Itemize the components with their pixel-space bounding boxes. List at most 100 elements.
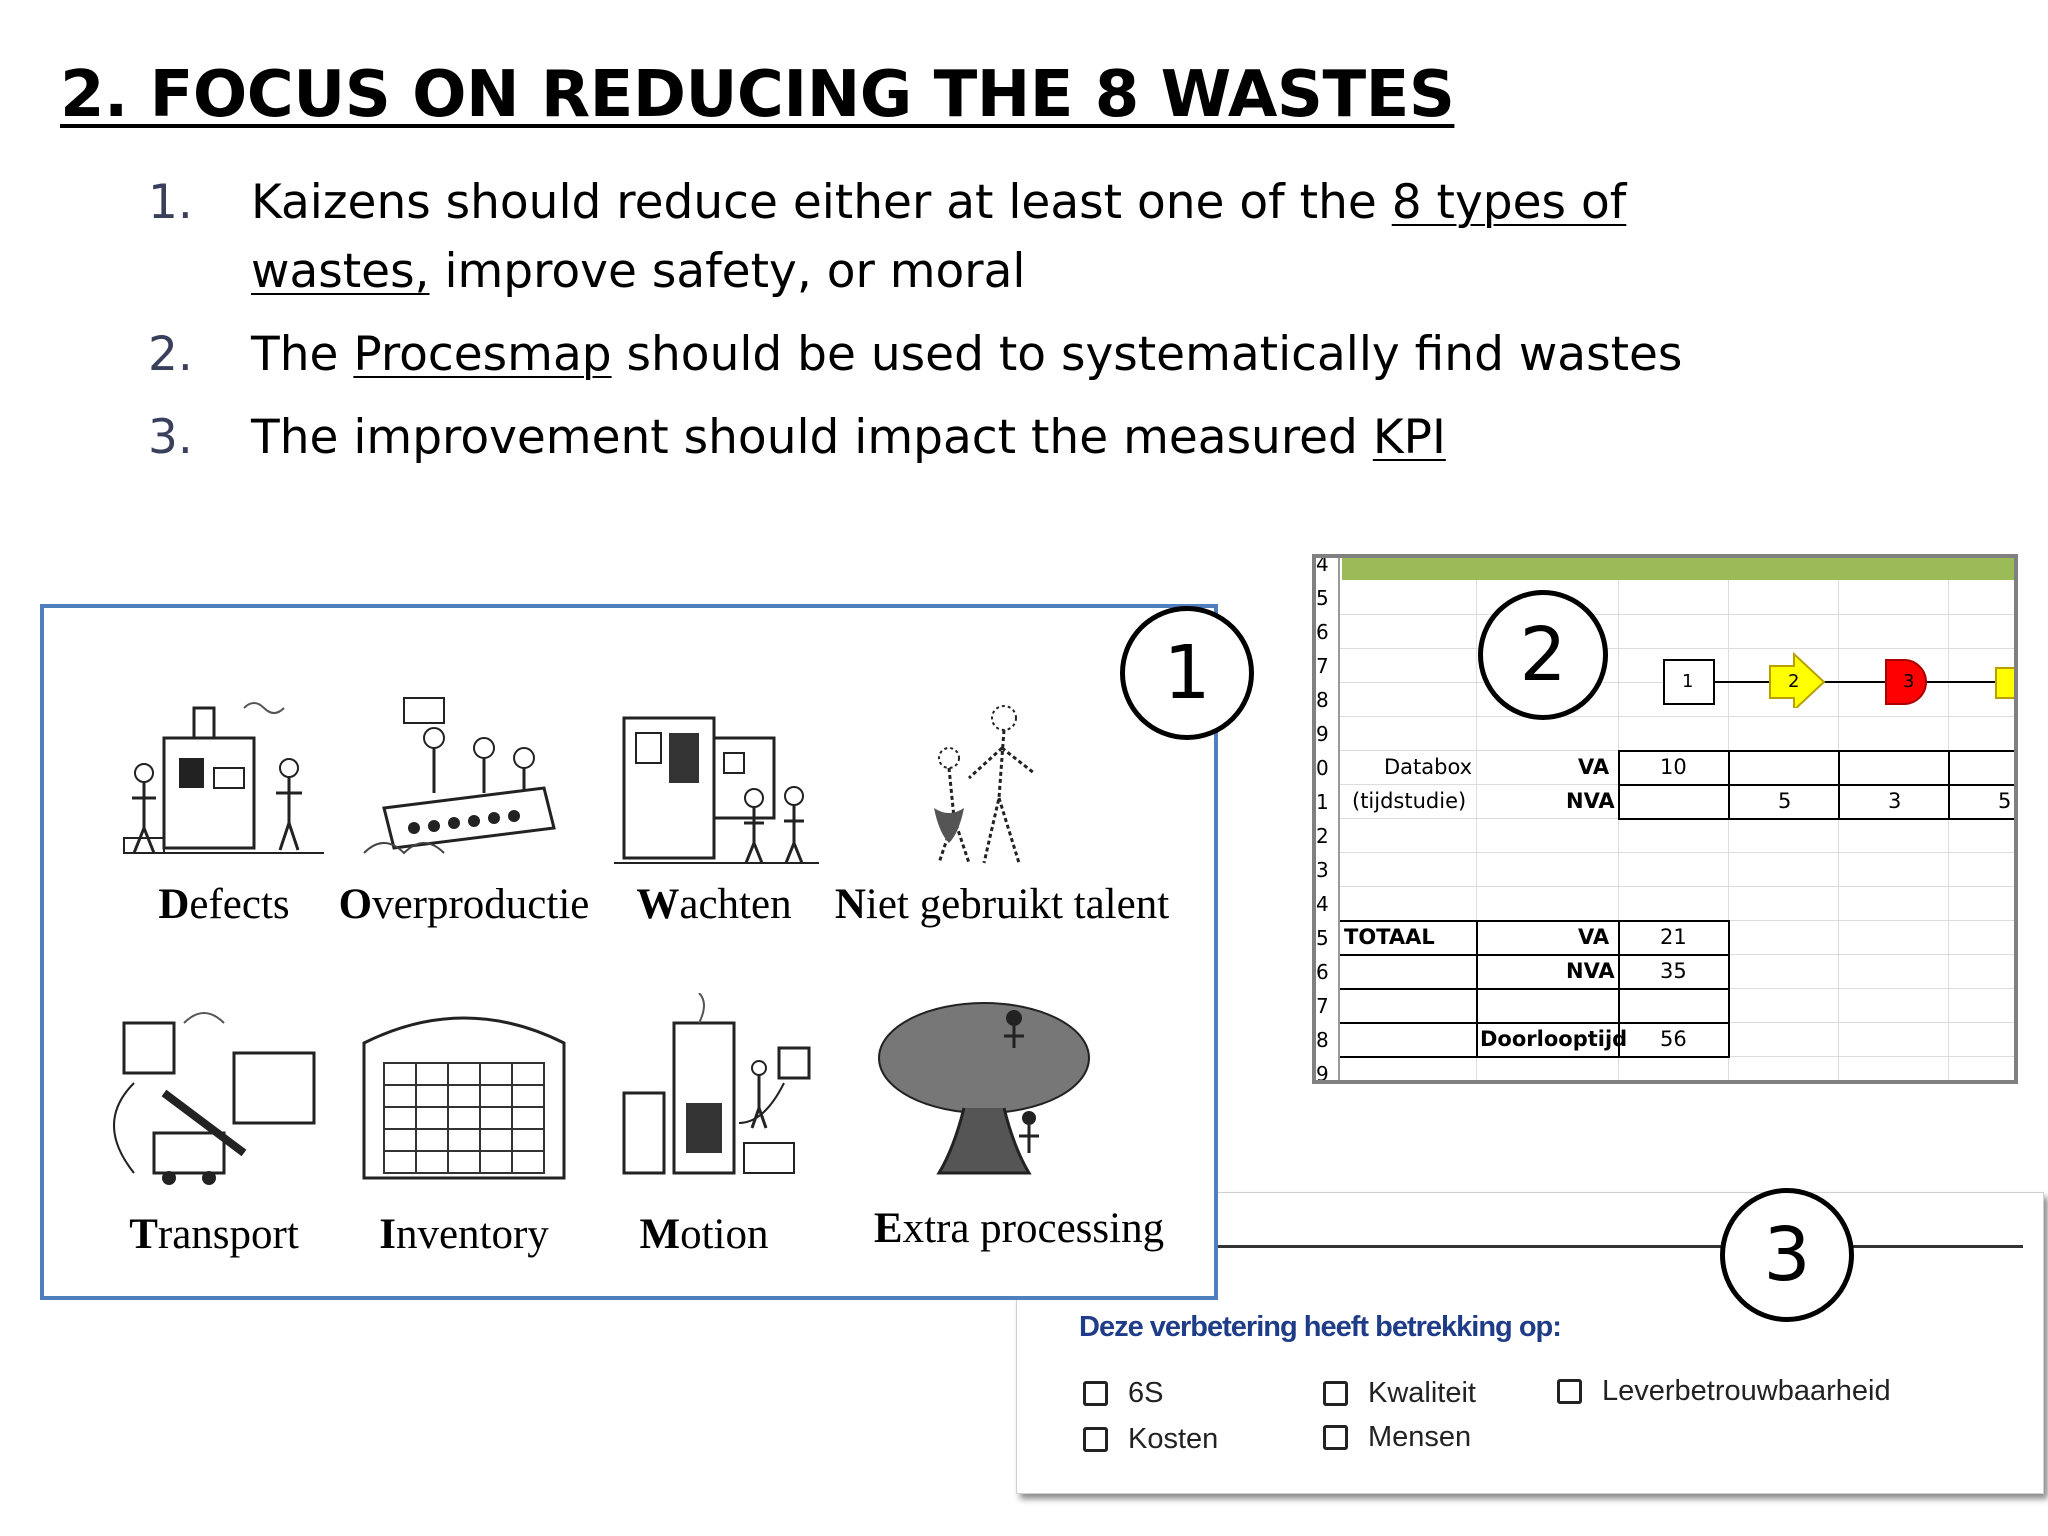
row-number: 5 [1316,926,1329,950]
header-bar [1342,558,2014,580]
totaal-nva-label: NVA [1566,959,1615,983]
waste-label: verproductie [372,881,590,928]
waste-label-inventory: Inventory [344,1210,584,1259]
row-number: 0 [1316,756,1329,780]
nva-value: 5 [1998,789,2012,813]
flow-step-label: 2 [1788,671,1800,692]
waste-motion [604,992,824,1198]
nva-label: NVA [1566,789,1615,813]
bullet-item-1: 1. Kaizens should reduce either at least… [148,168,1771,306]
waste-niet-gebruikt-talent [874,678,1094,883]
extra-processing-illustration-icon [878,1002,1090,1175]
row-number: 4 [1316,892,1329,916]
link-procesmap[interactable]: Procesmap [353,327,612,382]
checkbox-mensen[interactable]: Mensen [1323,1421,1471,1454]
waste-label: ransport [157,1211,299,1258]
row-number: 2 [1316,824,1329,848]
bullet-text: improve safety, or moral [429,244,1026,299]
defects-illustration-icon [123,702,324,854]
row-number: 4 [1316,554,1329,576]
bullet-item-3: 3. The improvement should impact the mea… [148,403,1771,472]
checkbox-icon[interactable] [1557,1379,1582,1404]
link-8-types[interactable]: 8 types of [1391,175,1627,230]
row-header-divider [1338,558,1340,1080]
waste-label: iet gebruikt talent [865,881,1170,928]
totaal-nva-value: 35 [1660,959,1687,983]
wastes-panel: Defects Overproductie Wachten Niet gebru… [40,604,1218,1300]
checkbox-label: Kwaliteit [1368,1377,1476,1409]
nva-value: 5 [1778,789,1792,813]
va-value: 10 [1660,755,1687,779]
totaal-va-value: 21 [1660,925,1687,949]
waste-label-extra-processing: Extra processing [854,1204,1184,1253]
flow-step-arrow [1769,651,1826,708]
waste-label-overproductie: Overproductie [324,880,604,929]
inventory-illustration-icon [362,1016,566,1180]
checkbox-icon[interactable] [1083,1381,1108,1406]
waste-label: efects [189,881,290,928]
databox-label: Databox [1384,755,1473,779]
waste-initial: T [129,1211,158,1258]
marker-circle-1: 1 [1120,606,1254,740]
link-kpi[interactable]: KPI [1372,410,1446,465]
waste-label: otion [680,1211,769,1258]
waste-label-motion: Motion [624,1210,784,1259]
bullet-text: Kaizens should reduce either at least on… [251,175,1392,230]
waste-label-transport: Transport [84,1210,344,1259]
checkbox-icon[interactable] [1083,1427,1108,1452]
checkbox-icon[interactable] [1323,1381,1348,1406]
row-number: 3 [1316,858,1329,882]
row-number: 8 [1316,1028,1329,1052]
checkbox-kosten[interactable]: Kosten [1083,1423,1218,1456]
waste-initial: D [158,881,190,928]
waste-label-niet-gebruikt-talent: Niet gebruikt talent [822,880,1182,929]
checkbox-label: Leverbetrouwbaarheid [1602,1375,1891,1407]
checkbox-kwaliteit[interactable]: Kwaliteit [1323,1377,1476,1410]
waste-initial: E [873,1205,903,1252]
checkbox-icon[interactable] [1323,1425,1348,1450]
waste-label: nventory [395,1211,549,1258]
waste-label-wachten: Wachten [614,880,814,929]
flow-step-label: 3 [1903,671,1915,692]
slide-title: 2. FOCUS ON REDUCING THE 8 WASTES [60,58,1455,132]
waste-initial: M [639,1211,681,1258]
bullet-text: The [251,327,354,382]
flow-step-delay [1885,659,1927,705]
form-divider [1217,1245,2023,1248]
totaal-label: TOTAAL [1344,925,1435,949]
process-flow-diagram [1663,651,2014,708]
checkbox-6s[interactable]: 6S [1083,1377,1163,1410]
bullet-number: 2. [148,327,193,382]
checkbox-leverbetrouwbaarheid[interactable]: Leverbetrouwbaarheid [1557,1375,1891,1408]
nva-value: 3 [1888,789,1902,813]
waste-label: xtra processing [902,1205,1165,1252]
row-number: 9 [1316,722,1329,746]
row-number: 8 [1316,688,1329,712]
marker-circle-3: 3 [1720,1188,1854,1322]
bullet-text: The improvement should impact the measur… [251,410,1373,465]
row-number: 7 [1316,994,1329,1018]
doorlooptijd-label: Doorlooptijd [1480,1027,1628,1051]
waste-defects [104,678,344,883]
waste-initial: O [338,881,373,928]
waste-extra-processing [864,988,1104,1193]
link-wastes[interactable]: wastes, [251,244,430,299]
doorlooptijd-value: 56 [1660,1027,1687,1051]
procesmap-spreadsheet: 4 5 6 7 8 9 0 1 2 3 4 5 6 7 8 9 1 2 3 Da… [1312,554,2018,1084]
checkbox-label: Kosten [1128,1423,1219,1455]
bullet-number: 1. [148,175,193,230]
row-number: 6 [1316,620,1329,644]
waste-overproductie [344,678,584,883]
waste-initial: I [379,1211,396,1258]
checkbox-label: 6S [1128,1377,1164,1409]
totaal-va-label: VA [1578,925,1610,949]
flow-step-box [1663,659,1715,705]
unused-talent-illustration-icon [934,705,1035,864]
flow-step-label: 1 [1682,671,1694,692]
waste-initial: W [636,881,680,928]
row-number: 6 [1316,960,1329,984]
waste-label-defects: Defects [104,880,344,929]
waste-label: achten [679,881,792,928]
row-number: 9 [1316,1062,1329,1084]
row-number: 7 [1316,654,1329,678]
